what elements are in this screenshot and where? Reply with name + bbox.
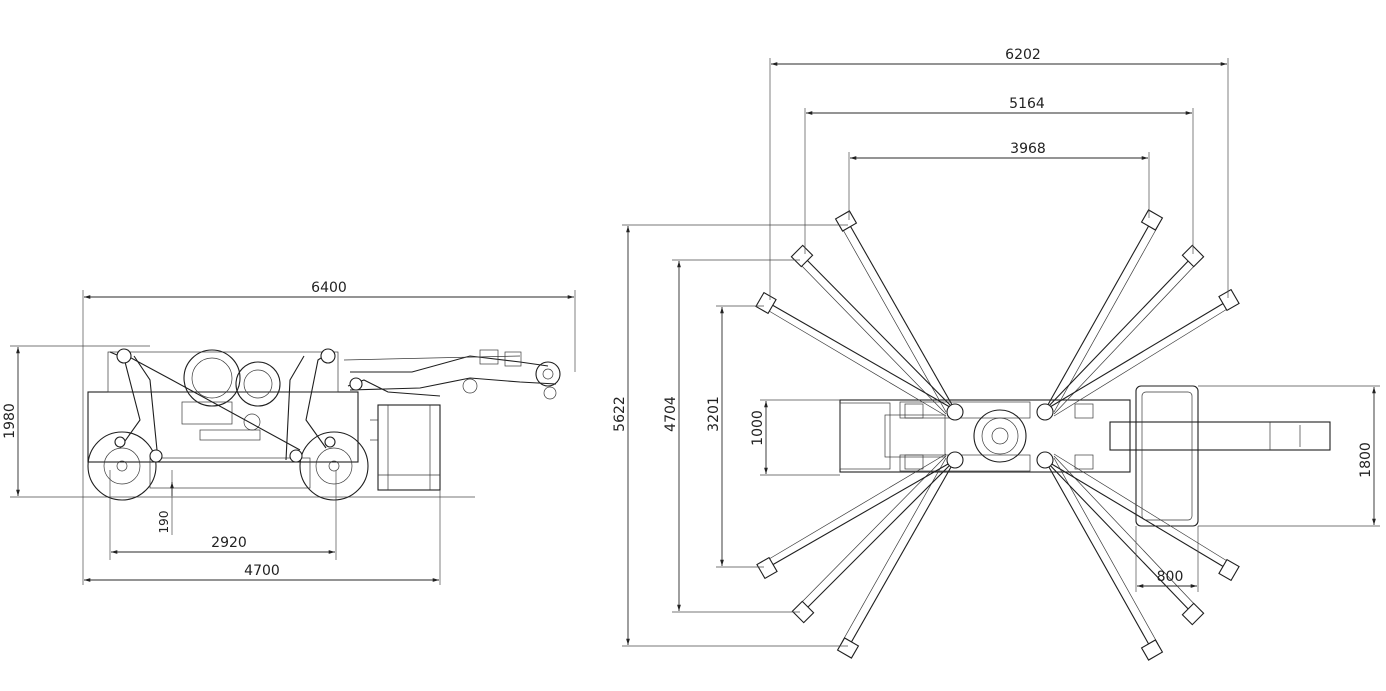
dim-2920-label: 2920 bbox=[211, 535, 247, 551]
top-view: 6202 5164 3968 5622 4704 3201 1000 1800 … bbox=[612, 47, 1380, 661]
dim-6400-label: 6400 bbox=[311, 280, 347, 296]
dim-3201-label: 3201 bbox=[706, 396, 722, 432]
outrigger-pad-icon bbox=[755, 209, 1240, 661]
slew-ring-icon bbox=[973, 409, 1027, 463]
dim-3968-label: 3968 bbox=[1010, 141, 1046, 157]
outrigger-legs bbox=[763, 219, 1233, 651]
dim-6202-label: 6202 bbox=[1005, 47, 1041, 63]
crane-top-body bbox=[839, 385, 1331, 527]
dim-5622-label: 5622 bbox=[612, 396, 628, 432]
dim-4700-label: 4700 bbox=[244, 563, 280, 579]
side-view: 6400 1980 190 2920 4700 bbox=[2, 280, 576, 585]
dim-4704-label: 4704 bbox=[663, 396, 679, 432]
dim-1000-label: 1000 bbox=[750, 410, 766, 446]
dim-1800-label: 1800 bbox=[1358, 442, 1374, 478]
dim-800-label: 800 bbox=[1157, 569, 1184, 585]
crane-side-body bbox=[87, 348, 561, 501]
dim-190-label: 190 bbox=[157, 511, 171, 534]
dim-5164-label: 5164 bbox=[1009, 96, 1045, 112]
dim-1980-label: 1980 bbox=[2, 403, 18, 439]
